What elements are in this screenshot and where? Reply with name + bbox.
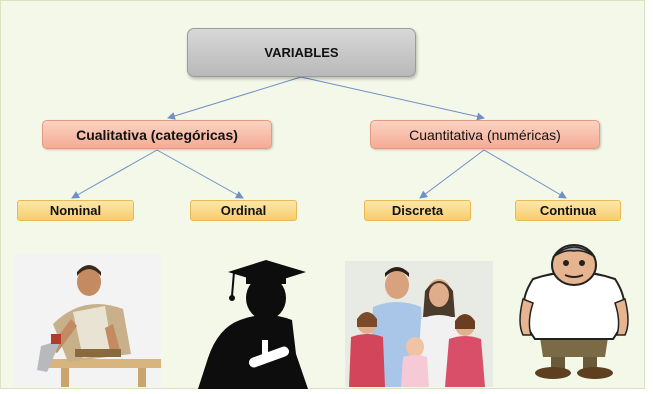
carpenter-sawing-photo	[13, 254, 161, 387]
qualitative-node: Cualitativa (categóricas)	[42, 120, 272, 149]
arrow-root-to-quantitative	[300, 76, 485, 121]
qualitative-label: Cualitativa (categóricas)	[76, 126, 238, 143]
arrow-quantitative-to-continua	[483, 149, 567, 199]
ordinal-node: Ordinal	[190, 200, 297, 221]
arrow-qualitative-to-nominal	[71, 149, 158, 199]
root-label: VARIABLES	[264, 45, 339, 60]
ordinal-label: Ordinal	[220, 203, 267, 218]
continua-label: Continua	[539, 203, 597, 218]
variables-root-node: VARIABLES	[187, 28, 416, 77]
family-photo	[345, 261, 493, 387]
discreta-label: Discreta	[391, 203, 444, 218]
quantitative-label: Cuantitativa (numéricas)	[409, 126, 561, 143]
arrow-qualitative-to-ordinal	[156, 149, 244, 199]
graduate-silhouette-icon	[188, 254, 322, 389]
overweight-cartoon-man-icon	[513, 243, 635, 381]
quantitative-node: Cuantitativa (numéricas)	[370, 120, 600, 149]
arrow-root-to-qualitative	[167, 76, 302, 120]
nominal-node: Nominal	[17, 200, 134, 221]
discreta-node: Discreta	[364, 200, 471, 221]
arrow-quantitative-to-discreta	[419, 149, 485, 199]
continua-node: Continua	[515, 200, 621, 221]
nominal-label: Nominal	[49, 203, 102, 218]
